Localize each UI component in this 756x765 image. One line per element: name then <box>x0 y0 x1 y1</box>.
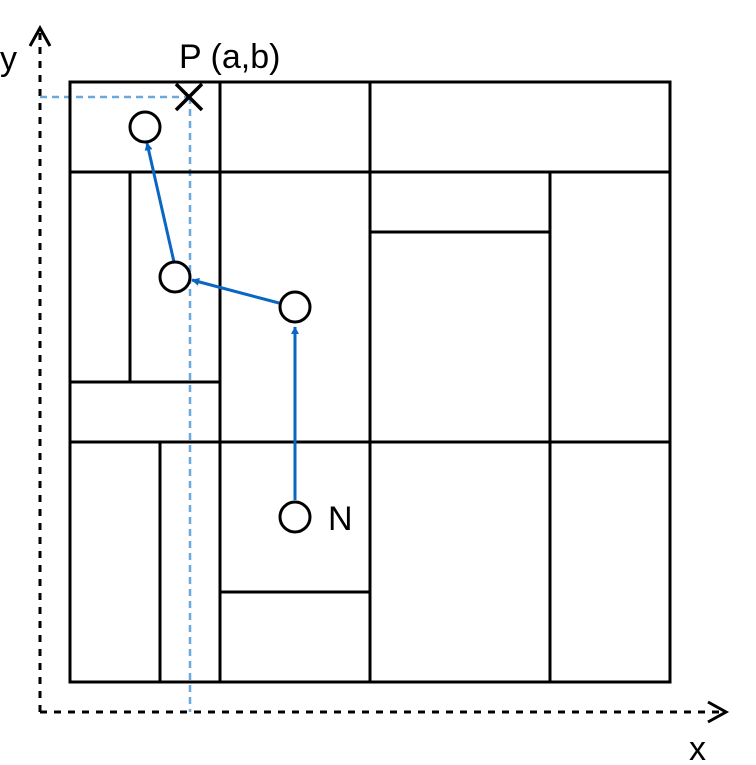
guide-lines <box>40 95 192 712</box>
path-arrow-node2-to-node3 <box>191 277 280 305</box>
search-path <box>144 142 299 500</box>
node-4 <box>128 110 162 144</box>
nodes <box>128 110 312 534</box>
y-axis-label: y <box>0 40 17 78</box>
x-axis-label: x <box>689 730 706 765</box>
cross-mark-icon <box>174 82 204 112</box>
x-axis-arrowhead-icon <box>707 700 730 724</box>
path-arrow-node3-to-node4 <box>144 142 176 263</box>
y-axis-arrowhead-icon <box>28 24 52 47</box>
node-n-label: N <box>328 500 353 538</box>
point-p-label: P (a,b) <box>179 38 280 76</box>
partition-grid <box>68 80 672 684</box>
node-2 <box>278 290 312 324</box>
axes <box>28 24 730 724</box>
node-3 <box>158 260 192 294</box>
node-n <box>278 500 312 534</box>
